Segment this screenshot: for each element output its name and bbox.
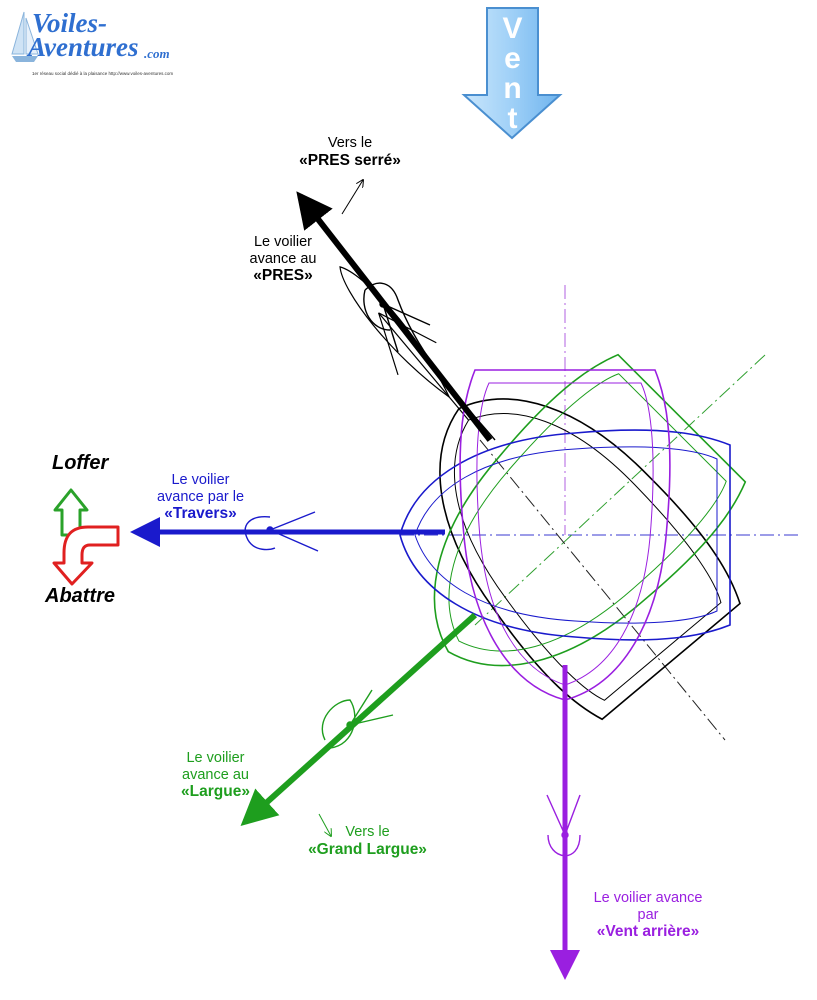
wind-letter: n bbox=[503, 72, 522, 105]
luff-label: Loffer bbox=[52, 452, 109, 474]
logo-line2: Aventures bbox=[28, 32, 139, 62]
boat-run bbox=[459, 369, 671, 701]
bear-away-label: Abattre bbox=[45, 585, 116, 607]
broad-reach-arrow bbox=[240, 612, 478, 827]
axes bbox=[400, 285, 800, 741]
logo-line1: Voiles- bbox=[32, 8, 108, 38]
bear-away-arrow-icon bbox=[52, 525, 120, 586]
sailboat-icon bbox=[11, 11, 39, 62]
close-hauled-heading-label: Vers le «PRES serré» bbox=[299, 135, 401, 169]
logo-tagline: 1er réseau social dédié à la plaisance h… bbox=[32, 71, 174, 76]
close-reach-label: Le voilier avance au «PRES» bbox=[249, 234, 317, 285]
boat-close-hauled bbox=[339, 266, 741, 721]
beam-reach-label: Le voilier avance par le «Travers» bbox=[156, 472, 245, 523]
logo-suffix: .com bbox=[144, 46, 170, 61]
broad-heading-arrow bbox=[318, 813, 331, 836]
wind-arrow bbox=[461, 7, 563, 140]
close-hauled-heading-arrow bbox=[341, 180, 363, 215]
close-hauled-arrow bbox=[296, 191, 493, 442]
steer-icon bbox=[52, 488, 120, 586]
broad-heading-label: Vers le «Grand Largue» bbox=[308, 824, 427, 858]
run-label: Le voilier avance par «Vent arrière» bbox=[593, 890, 703, 941]
broad-reach-label: Le voilier avance au «Largue» bbox=[181, 750, 250, 801]
wind-letter: e bbox=[504, 42, 521, 75]
wind-letter: t bbox=[507, 102, 518, 135]
wind-letter: V bbox=[502, 12, 523, 45]
logo: Voiles- Aventures .com 1er réseau social… bbox=[10, 8, 185, 83]
